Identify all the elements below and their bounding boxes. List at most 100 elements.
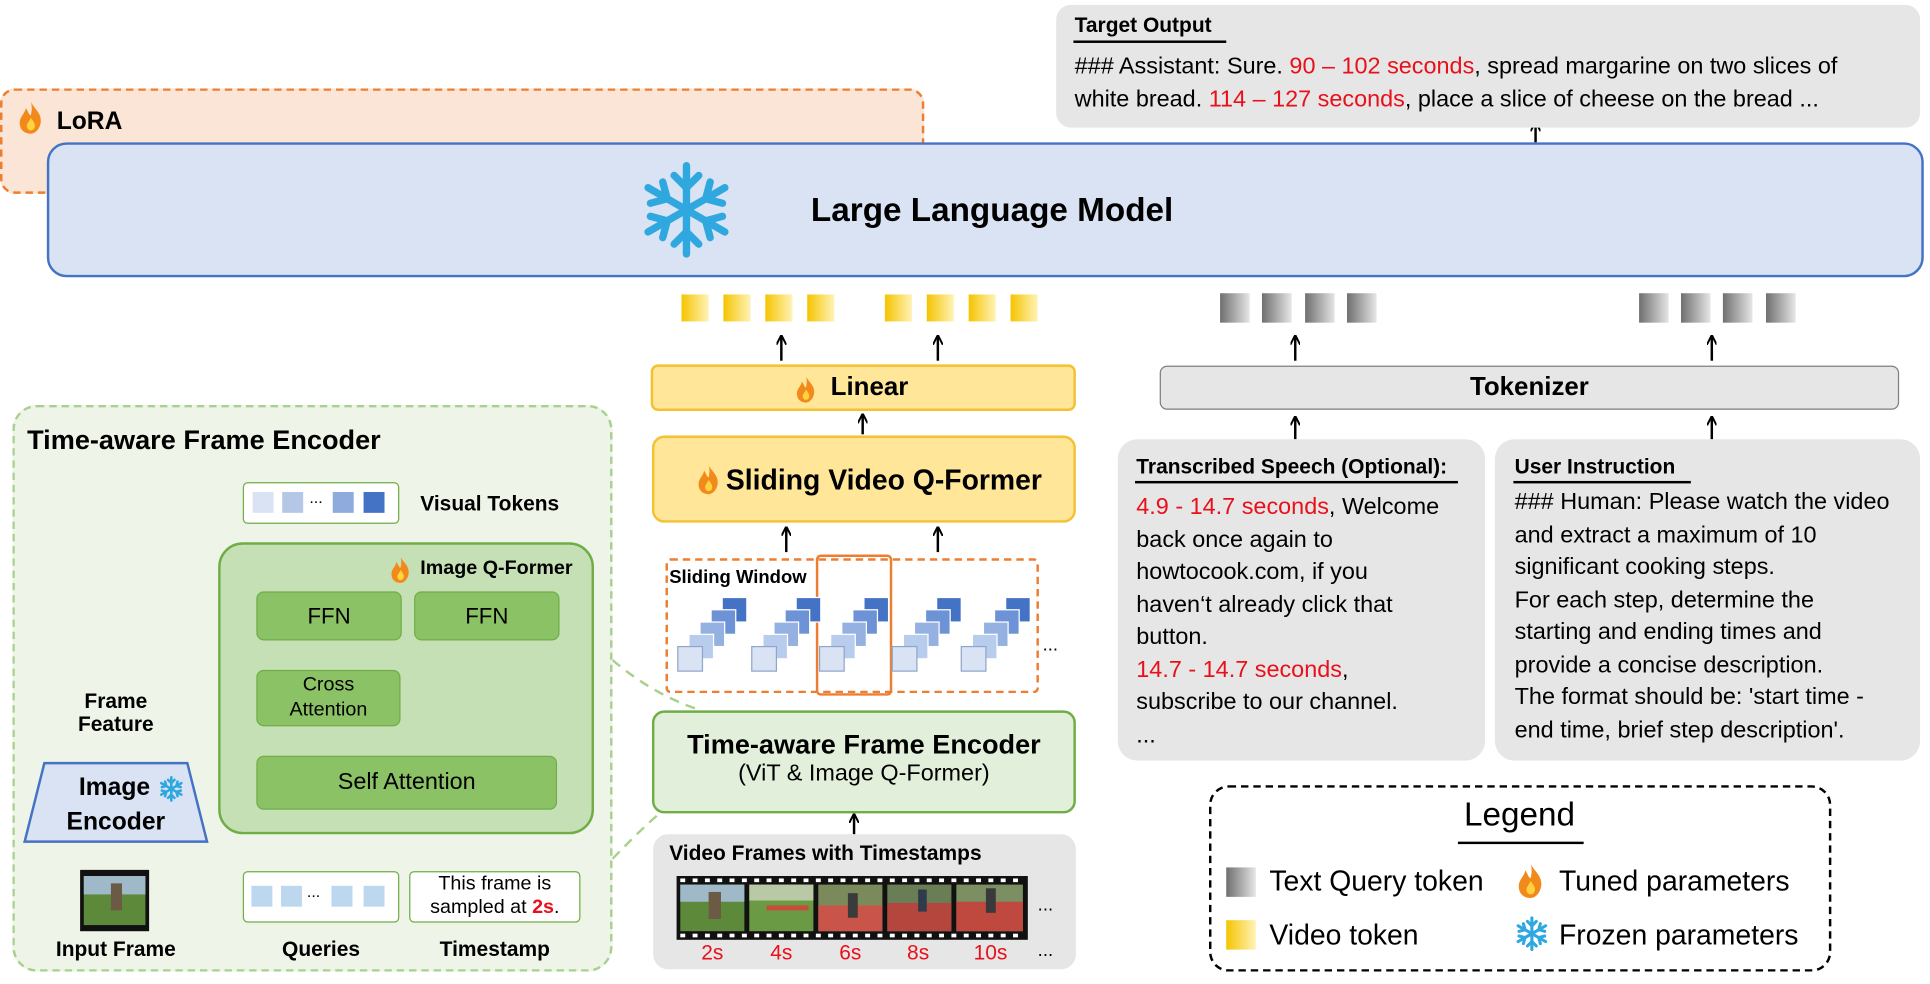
zoom-line-bottom	[611, 813, 659, 860]
frame-feature-label-2: Feature	[77, 712, 154, 737]
video-token	[807, 294, 835, 322]
queries-label: Queries	[282, 937, 361, 961]
flame-icon	[391, 556, 409, 583]
flame-icon	[19, 101, 41, 134]
tokenizer-box	[1159, 365, 1900, 410]
frame-thumb-3	[818, 884, 883, 932]
legend-video-swatch	[1226, 920, 1256, 950]
video-token	[765, 294, 793, 322]
feature-stack-1	[677, 596, 748, 672]
legend-video-label: Video token	[1269, 918, 1419, 951]
text-query-token	[1220, 293, 1250, 323]
image-encoder-label-2: Encoder	[66, 808, 166, 836]
time-aware-encoder-box	[651, 710, 1076, 814]
video-token	[681, 294, 709, 322]
text-query-token	[1639, 293, 1669, 323]
linear-label: Linear	[830, 372, 909, 402]
timestamp-label: 4s	[770, 941, 793, 965]
transcribed-line-1: 4.9 - 14.7 seconds, Welcome	[1136, 494, 1439, 521]
target-line1-prefix: ### Assistant: Sure.	[1074, 53, 1290, 80]
self-attention-box	[256, 755, 558, 810]
video-token	[968, 294, 996, 322]
target-line2-suffix: , place a slice of cheese on the bread .…	[1404, 87, 1819, 113]
visual-token	[363, 491, 385, 513]
timestamp-text-2-suffix: .	[554, 896, 560, 918]
text-query-token	[1261, 293, 1292, 323]
instruction-line: end time, brief step description'.	[1514, 717, 1845, 744]
feature-stack-3	[818, 596, 890, 672]
query-token	[363, 885, 385, 907]
frame-thumb-5	[956, 884, 1023, 932]
visual-token-ellipsis: ...	[309, 488, 323, 507]
transcribed-speech-title: Transcribed Speech (Optional):	[1136, 455, 1448, 479]
transcribed-text-6: ,	[1341, 657, 1349, 684]
flame-icon	[1518, 863, 1542, 899]
video-token	[723, 294, 751, 322]
user-instruction-title: User Instruction	[1514, 455, 1676, 479]
encoder-detail-title: Time-aware Frame Encoder	[27, 424, 381, 456]
video-frames-title: Video Frames with Timestamps	[669, 841, 982, 865]
sliding-window-ellipsis: ...	[1042, 634, 1059, 656]
transcribed-line-6: 14.7 - 14.7 seconds,	[1136, 658, 1348, 685]
transcribed-line-8: ...	[1136, 722, 1156, 749]
target-line1-suffix: , spread margarine on two slices of	[1474, 53, 1838, 80]
instruction-line: For each step, determine the	[1514, 587, 1814, 614]
query-token	[280, 885, 302, 907]
snowflake-icon	[644, 161, 729, 258]
frame-thumb-4	[887, 884, 952, 932]
timestamp-text-1: This frame is	[438, 873, 552, 895]
instruction-line: significant cooking steps.	[1514, 554, 1775, 581]
timestamp-label: 6s	[839, 941, 862, 965]
visual-tokens-label: Visual Tokens	[420, 491, 560, 516]
transcribed-speech-box	[1117, 439, 1486, 761]
llm-label: Large Language Model	[810, 191, 1174, 229]
query-token	[251, 885, 273, 907]
instruction-line: and extract a maximum of 10	[1514, 522, 1817, 549]
target-output-line-2: white bread. 114 – 127 seconds, place a …	[1075, 87, 1819, 114]
sliding-window-current	[815, 554, 893, 696]
text-query-token	[1347, 293, 1377, 323]
frame-thumb-2	[749, 884, 814, 932]
feature-stack-2	[751, 596, 822, 672]
ffn-box-left	[256, 591, 402, 641]
frames-ellipsis: ...	[1037, 894, 1054, 916]
image-qformer-label: Image Q-Former	[420, 558, 573, 580]
image-encoder-label-1: Image	[78, 774, 151, 802]
target-line2-time: 114 – 127 seconds	[1208, 87, 1405, 113]
lora-label: LoRA	[56, 107, 123, 135]
llm-box	[46, 142, 1924, 278]
frame-feature-label-1: Frame	[84, 689, 148, 713]
video-token	[926, 294, 954, 322]
timestamp-value: 2s	[532, 896, 555, 918]
target-line2-prefix: white bread.	[1074, 87, 1209, 113]
transcribed-text-1: , Welcome	[1328, 494, 1440, 521]
instruction-line: provide a concise description.	[1514, 652, 1824, 679]
instruction-line: ### Human: Please watch the video	[1514, 489, 1890, 516]
frame-thumb-1	[680, 884, 745, 932]
transcribed-time-1: 4.9 - 14.7 seconds	[1136, 494, 1329, 521]
target-output-title: Target Output	[1074, 13, 1212, 37]
feature-stack-4	[891, 596, 962, 672]
flame-icon	[698, 465, 718, 495]
frames-ellipsis-bottom: ...	[1037, 939, 1054, 961]
ffn-label-right: FFN	[465, 603, 509, 629]
transcribed-line-4: haven‘t already click that	[1136, 592, 1393, 619]
text-query-token	[1766, 293, 1796, 323]
feature-stack-5	[960, 596, 1031, 672]
video-token	[884, 294, 912, 322]
sliding-qformer-box	[651, 435, 1076, 523]
linear-box	[650, 364, 1076, 412]
cross-attention-label-2: Attention	[289, 699, 368, 721]
ffn-box-right	[414, 591, 560, 641]
legend-title-underline	[1457, 841, 1584, 844]
transcribed-line-3: howtocook.com, if you	[1136, 559, 1368, 586]
timestamp-label: 10s	[973, 941, 1008, 965]
snowflake-icon	[1516, 916, 1548, 951]
instruction-line: starting and ending times and	[1514, 619, 1822, 646]
flame-icon	[796, 376, 815, 403]
text-query-token	[1305, 293, 1335, 323]
cross-attention-box	[256, 669, 401, 727]
zoom-line-top	[611, 659, 698, 711]
visual-token	[282, 491, 304, 513]
